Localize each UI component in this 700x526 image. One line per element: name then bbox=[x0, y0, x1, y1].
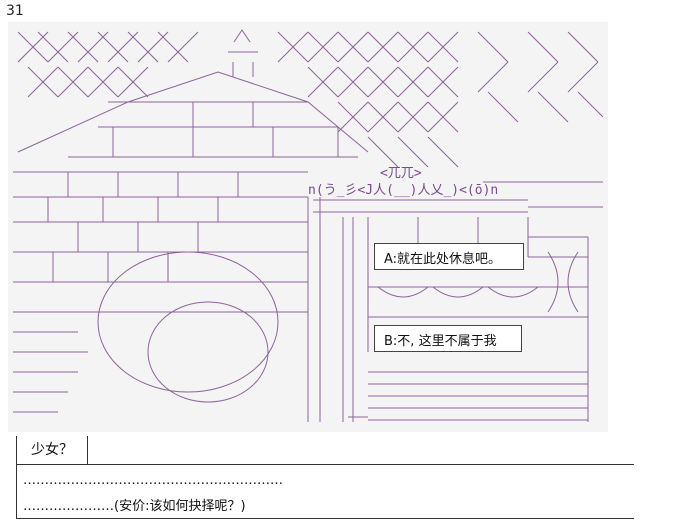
dialog-box: …………………………………………………… …………………(安价:该如何抉择呢？) bbox=[16, 464, 634, 519]
ascii-art-drawing: <兀兀> n(う_彡<J人(__)人乂_)<(ō)n bbox=[13, 29, 604, 422]
dialog-line-1: …………………………………………………… bbox=[23, 473, 283, 488]
ascii-face-line: n(う_彡<J人(__)人乂_)<(ō)n bbox=[308, 183, 498, 198]
speaker-name-box: 少女？ bbox=[16, 436, 88, 464]
shrine-sign: <兀兀> bbox=[380, 166, 422, 181]
speech-option-a[interactable]: A:就在此处休息吧。 bbox=[374, 243, 524, 270]
ascii-art-scene: <兀兀> n(う_彡<J人(__)人乂_)<(ō)n bbox=[8, 22, 608, 432]
page-number: 31 bbox=[6, 3, 24, 19]
speaker-name: 少女？ bbox=[31, 442, 73, 458]
speech-option-b[interactable]: B:不, 这里不属于我 bbox=[374, 325, 522, 352]
dialog-line-2: …………………(安价:该如何抉择呢？) bbox=[23, 499, 246, 514]
speech-option-a-text: A:就在此处休息吧。 bbox=[384, 252, 502, 267]
speech-option-b-text: B:不, 这里不属于我 bbox=[384, 334, 497, 349]
